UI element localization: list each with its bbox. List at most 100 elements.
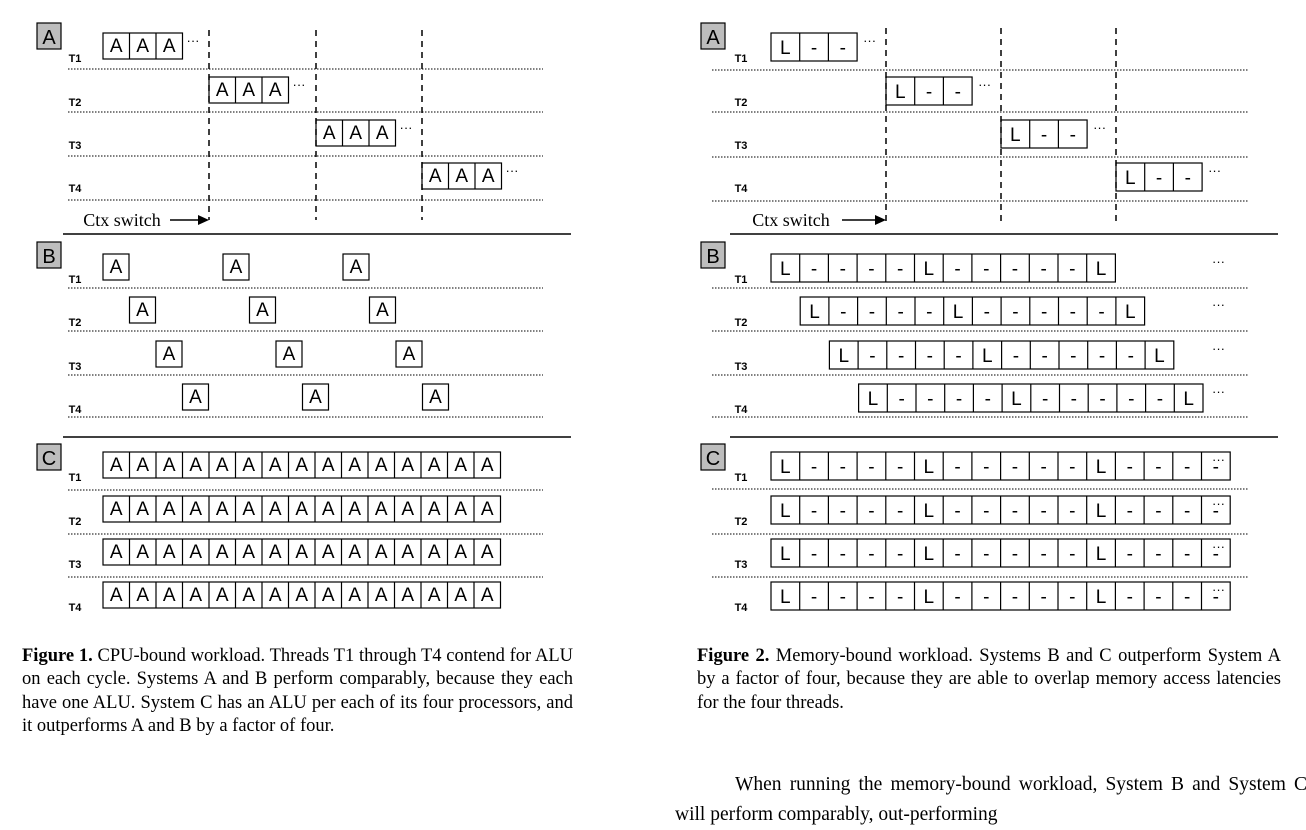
- fig1-a-burst-frame: [102, 32, 184, 60]
- fig1-c-row-cell-A: A: [401, 499, 414, 520]
- fig1-a-burst-cell-A: A: [349, 123, 362, 144]
- fig2-c-row-cell-gap: -: [1127, 544, 1133, 565]
- thread-label: T1: [735, 274, 748, 286]
- fig2-b-row-cell-gap: -: [954, 259, 960, 280]
- fig1-b-issue-frame: [395, 340, 423, 368]
- fig1-c-row-cell-A: A: [163, 542, 176, 563]
- fig2-a-burst-cell-L: L: [895, 82, 906, 103]
- fig1-c-row-cell-A: A: [110, 455, 123, 476]
- fig1-b-issue-frame: [102, 253, 130, 281]
- fig2-a-burst-cell-gap: -: [1041, 125, 1047, 146]
- fig1-c-row-cell-A: A: [454, 455, 467, 476]
- fig1-b-issue-cell-A: A: [189, 387, 202, 408]
- fig2-a-burst-frame: [885, 76, 973, 106]
- fig2-b-row-cell-gap: -: [984, 302, 990, 323]
- fig2-b-row-cell-gap: -: [811, 259, 817, 280]
- thread-label: T4: [69, 404, 83, 416]
- fig2-c-row-cell-gap: -: [1012, 544, 1018, 565]
- fig2-c-row-cell-gap: -: [1127, 587, 1133, 608]
- continuation-dots: ···: [506, 163, 519, 178]
- fig2-a-burst-cell-gap: -: [1070, 125, 1076, 146]
- fig1-c-row-cell-A: A: [322, 499, 335, 520]
- fig1-b-issue-cell-A: A: [163, 344, 176, 365]
- fig1-c-row-cell-A: A: [454, 542, 467, 563]
- fig1-b-issue-cell-A: A: [256, 300, 269, 321]
- fig1-b-issue-frame: [181, 383, 210, 411]
- fig1-c-row-cell-A: A: [269, 455, 282, 476]
- fig2-c-row-cell-L: L: [1096, 544, 1107, 565]
- fig2-c-row-cell-gap: -: [983, 587, 989, 608]
- fig2-c-row-cell-gap: -: [983, 544, 989, 565]
- fig2-b-row-cell-gap: -: [897, 259, 903, 280]
- fig1-c-row-cell-A: A: [481, 499, 494, 520]
- fig1-c-row-cell-A: A: [189, 455, 202, 476]
- panel-label: A: [42, 27, 56, 49]
- continuation-dots: ···: [1212, 254, 1225, 269]
- fig2-c-row-cell-gap: -: [811, 501, 817, 522]
- fig2-b-row-cell-gap: -: [840, 302, 846, 323]
- panel-label-box: [700, 443, 726, 471]
- fig1-a-burst-cell-A: A: [482, 166, 495, 187]
- continuation-dots: ···: [1093, 120, 1106, 135]
- fig2-b-row-cell-gap: -: [1012, 302, 1018, 323]
- continuation-dots: ···: [863, 33, 876, 48]
- fig1-a-burst-cell-A: A: [216, 80, 229, 101]
- fig1-b-issue-frame: [368, 296, 397, 324]
- fig1-c-row-cell-A: A: [242, 499, 255, 520]
- fig2-c-row-cell-gap: -: [897, 501, 903, 522]
- fig2-b-row-cell-gap: -: [898, 389, 904, 410]
- continuation-dots: ···: [1212, 297, 1225, 312]
- fig2-c-row-cell-gap: -: [1069, 587, 1075, 608]
- fig2-c-row-cell-gap: -: [897, 457, 903, 478]
- fig1-b-issue-frame: [342, 253, 370, 281]
- figure2-caption: Figure 2. Memory-bound workload. Systems…: [697, 645, 1281, 715]
- fig1-c-row-cell-A: A: [428, 585, 441, 606]
- fig1-a-burst-cell-A: A: [136, 36, 149, 57]
- fig2-c-row-cell-gap: -: [1184, 501, 1190, 522]
- fig1-a-burst-cell-A: A: [269, 80, 282, 101]
- fig1-b-issue-cell-A: A: [309, 387, 322, 408]
- fig2-c-row-cell-gap: -: [1040, 544, 1046, 565]
- thread-label: T3: [69, 140, 82, 152]
- thread-label: T4: [735, 183, 749, 195]
- fig2-c-row-cell-gap: -: [840, 587, 846, 608]
- fig1-c-row-cell-A: A: [322, 585, 335, 606]
- fig2-b-row-cell-L: L: [1154, 346, 1165, 367]
- fig1-b-issue-frame: [421, 383, 450, 411]
- fig2-b-row-cell-L: L: [809, 302, 820, 323]
- fig2-c-row-cell-gap: -: [811, 457, 817, 478]
- fig2-b-row-cell-gap: -: [1041, 346, 1047, 367]
- thread-label: T4: [69, 183, 83, 195]
- fig2-c-row-cell-gap: -: [1127, 457, 1133, 478]
- fig2-c-row-cell-gap: -: [811, 587, 817, 608]
- thread-label: T1: [735, 472, 748, 484]
- fig2-b-row-cell-gap: -: [927, 389, 933, 410]
- fig1-c-row-cell-A: A: [216, 585, 229, 606]
- fig1-b-issue-frame: [222, 253, 250, 281]
- fig1-c-row-cell-A: A: [242, 585, 255, 606]
- figure1-caption: Figure 1. CPU-bound workload. Threads T1…: [22, 645, 573, 739]
- fig2-b-row-cell-L: L: [1011, 389, 1022, 410]
- thread-label: T1: [735, 53, 748, 65]
- fig2-c-row-cell-gap: -: [954, 544, 960, 565]
- fig1-c-row-cell-A: A: [348, 585, 361, 606]
- fig1-c-row-cell-A: A: [375, 455, 388, 476]
- thread-label: T2: [69, 516, 82, 528]
- fig1-c-row-cell-A: A: [216, 542, 229, 563]
- fig2-a-burst-cell-L: L: [1125, 168, 1136, 189]
- fig2-c-row-cell-gap: -: [1184, 544, 1190, 565]
- fig2-c-row-cell-L: L: [780, 587, 791, 608]
- fig1-c-row-cell-A: A: [242, 455, 255, 476]
- fig1-c-row-cell-A: A: [269, 542, 282, 563]
- fig2-c-row-cell-gap: -: [868, 587, 874, 608]
- fig2-b-row-cell-gap: -: [985, 389, 991, 410]
- fig2-c-row-cell-L: L: [924, 457, 935, 478]
- fig1-c-row-cell-A: A: [348, 499, 361, 520]
- continuation-dots: ···: [293, 77, 306, 92]
- fig1-c-row-cell-A: A: [136, 585, 149, 606]
- panel-label-box: [700, 241, 726, 269]
- fig2-b-row-cell-gap: -: [1041, 302, 1047, 323]
- fig1-c-row-frame: [102, 451, 502, 479]
- fig2-c-row-cell-gap: -: [868, 457, 874, 478]
- figure2-caption-text: Memory-bound workload. Systems B and C o…: [697, 646, 1281, 713]
